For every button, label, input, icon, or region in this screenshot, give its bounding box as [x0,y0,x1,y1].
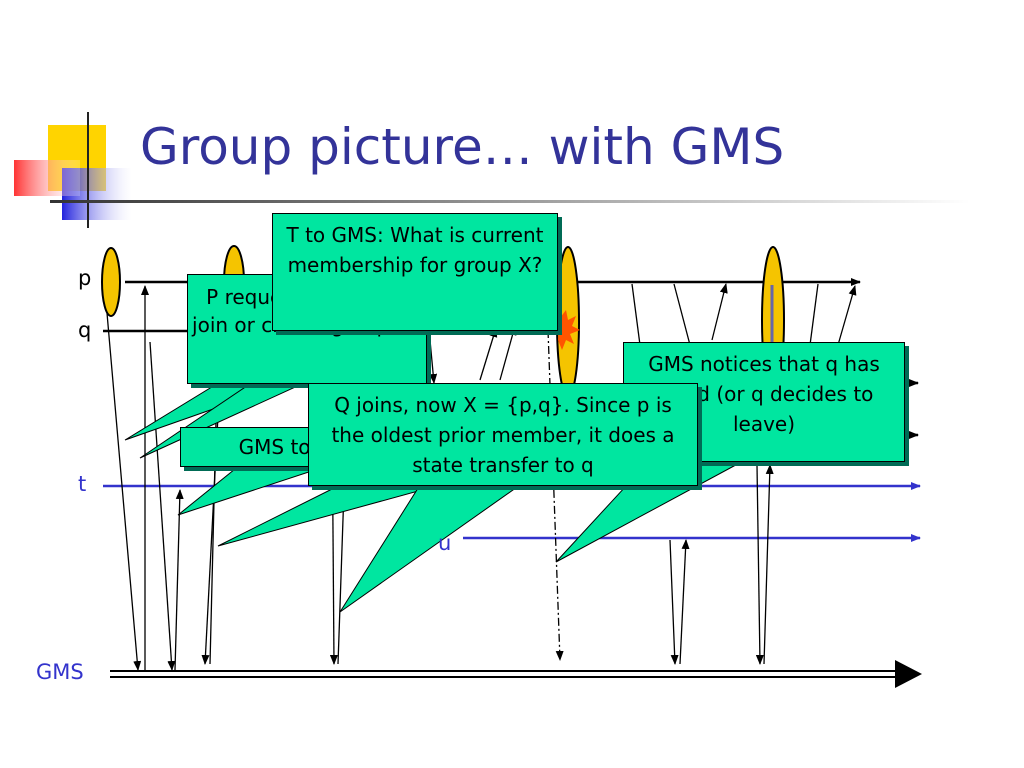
title-rule [50,200,970,203]
logo-red-square [14,160,80,196]
view-ellipse-1 [101,247,121,317]
callout-q-joins: Q joins, now X = {p,q}. Since p is the o… [308,383,698,486]
process-label-t: t [78,472,87,496]
gms-timeline-arrowhead [895,660,922,688]
message-arrows [104,281,857,671]
process-label-u: u [438,531,452,555]
callout-t-query: T to GMS: What is current membership for… [272,213,558,331]
process-label-p: p [78,266,92,290]
failure-burst-icon [558,310,580,350]
process-label-gms: GMS [36,660,84,684]
slide-title: Group picture… with GMS [140,118,785,176]
process-label-q: q [78,318,92,342]
